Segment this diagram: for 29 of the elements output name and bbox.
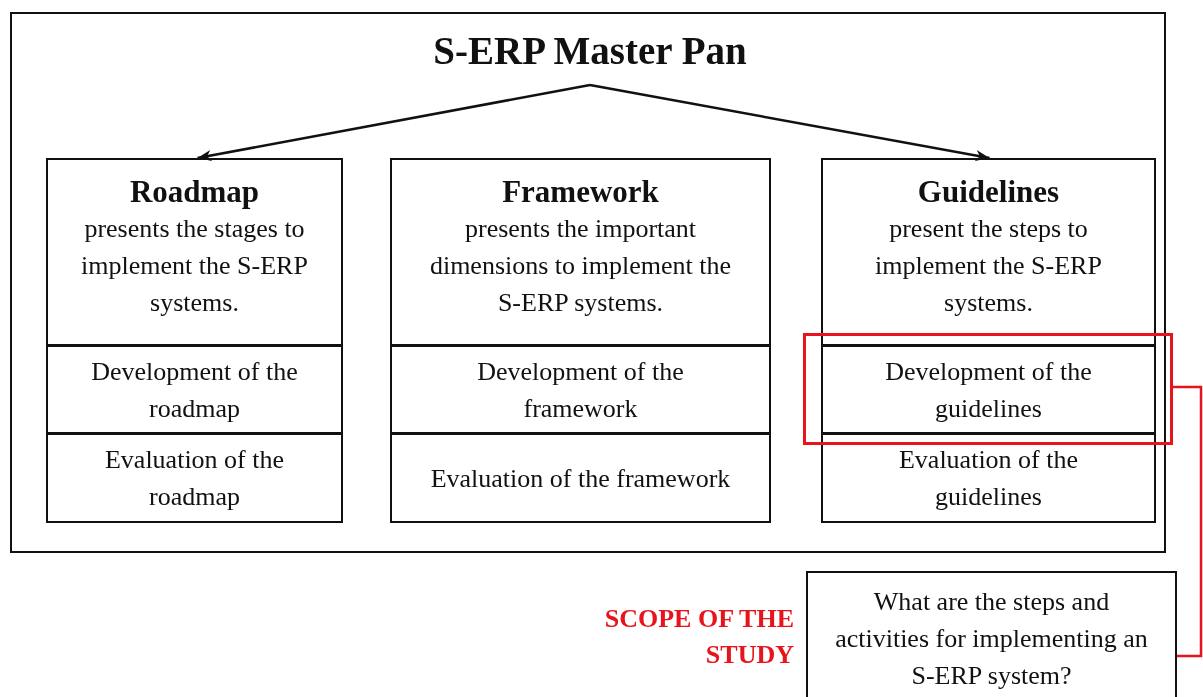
column-box bbox=[390, 158, 771, 346]
arrow bbox=[197, 83, 591, 161]
step-label: Development of the framework bbox=[476, 355, 685, 425]
step-box bbox=[821, 433, 1156, 523]
connector-line bbox=[1173, 385, 1203, 658]
step-box bbox=[46, 345, 343, 434]
step-box bbox=[390, 433, 771, 523]
title-text: S-ERP Master Pan bbox=[433, 28, 747, 74]
column-box bbox=[821, 158, 1156, 346]
question-box bbox=[806, 571, 1177, 697]
question-text: What are the steps and activities for implementing an S-ERP system? bbox=[834, 586, 1149, 692]
step-label: Evaluation of the roadmap bbox=[103, 444, 286, 513]
column-description: presents the important dimensions to implement the S-ERP systems. bbox=[428, 213, 733, 319]
column-description: present the steps to implement the S-ERP systems. bbox=[874, 213, 1103, 319]
column-heading: Roadmap bbox=[129, 174, 260, 210]
column-heading: Guidelines bbox=[917, 174, 1060, 210]
arrow bbox=[589, 83, 990, 161]
step-box bbox=[821, 345, 1156, 434]
step-label: Evaluation of the framework bbox=[430, 462, 731, 495]
step-box bbox=[390, 345, 771, 434]
step-label: Evaluation of the guidelines bbox=[897, 444, 1080, 513]
column-box bbox=[46, 158, 343, 346]
scope-label: SCOPE OF THE STUDY bbox=[603, 603, 794, 671]
step-label: Development of the guidelines bbox=[884, 355, 1093, 425]
step-box bbox=[46, 433, 343, 523]
panel-frame bbox=[10, 12, 1166, 553]
column-heading: Framework bbox=[502, 174, 659, 210]
column-description: presents the stages to implement the S-ERP systems. bbox=[80, 213, 309, 319]
step-label: Development of the roadmap bbox=[90, 355, 299, 425]
